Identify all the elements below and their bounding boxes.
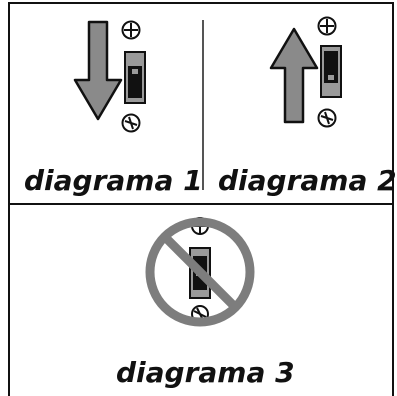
prohibited-switch <box>145 217 255 327</box>
light-switch <box>320 45 342 98</box>
panel-divider <box>202 20 204 190</box>
prohibition-icon <box>145 217 255 327</box>
screw-icon <box>317 16 337 36</box>
frame-middle <box>8 203 394 205</box>
frame-top <box>8 2 394 4</box>
arrow-down-icon <box>73 20 123 121</box>
light-switch <box>124 51 146 104</box>
panel-2-label: diagrama 2 <box>218 164 397 197</box>
frame-left <box>8 2 10 396</box>
screw-icon <box>317 108 337 128</box>
panel-1-label: diagrama 1 <box>24 164 203 197</box>
arrow-up-icon <box>269 27 319 124</box>
screw-icon <box>121 113 141 133</box>
panel-3-label: diagrama 3 <box>116 356 295 389</box>
screw-icon <box>121 20 141 40</box>
frame-right <box>392 2 394 396</box>
